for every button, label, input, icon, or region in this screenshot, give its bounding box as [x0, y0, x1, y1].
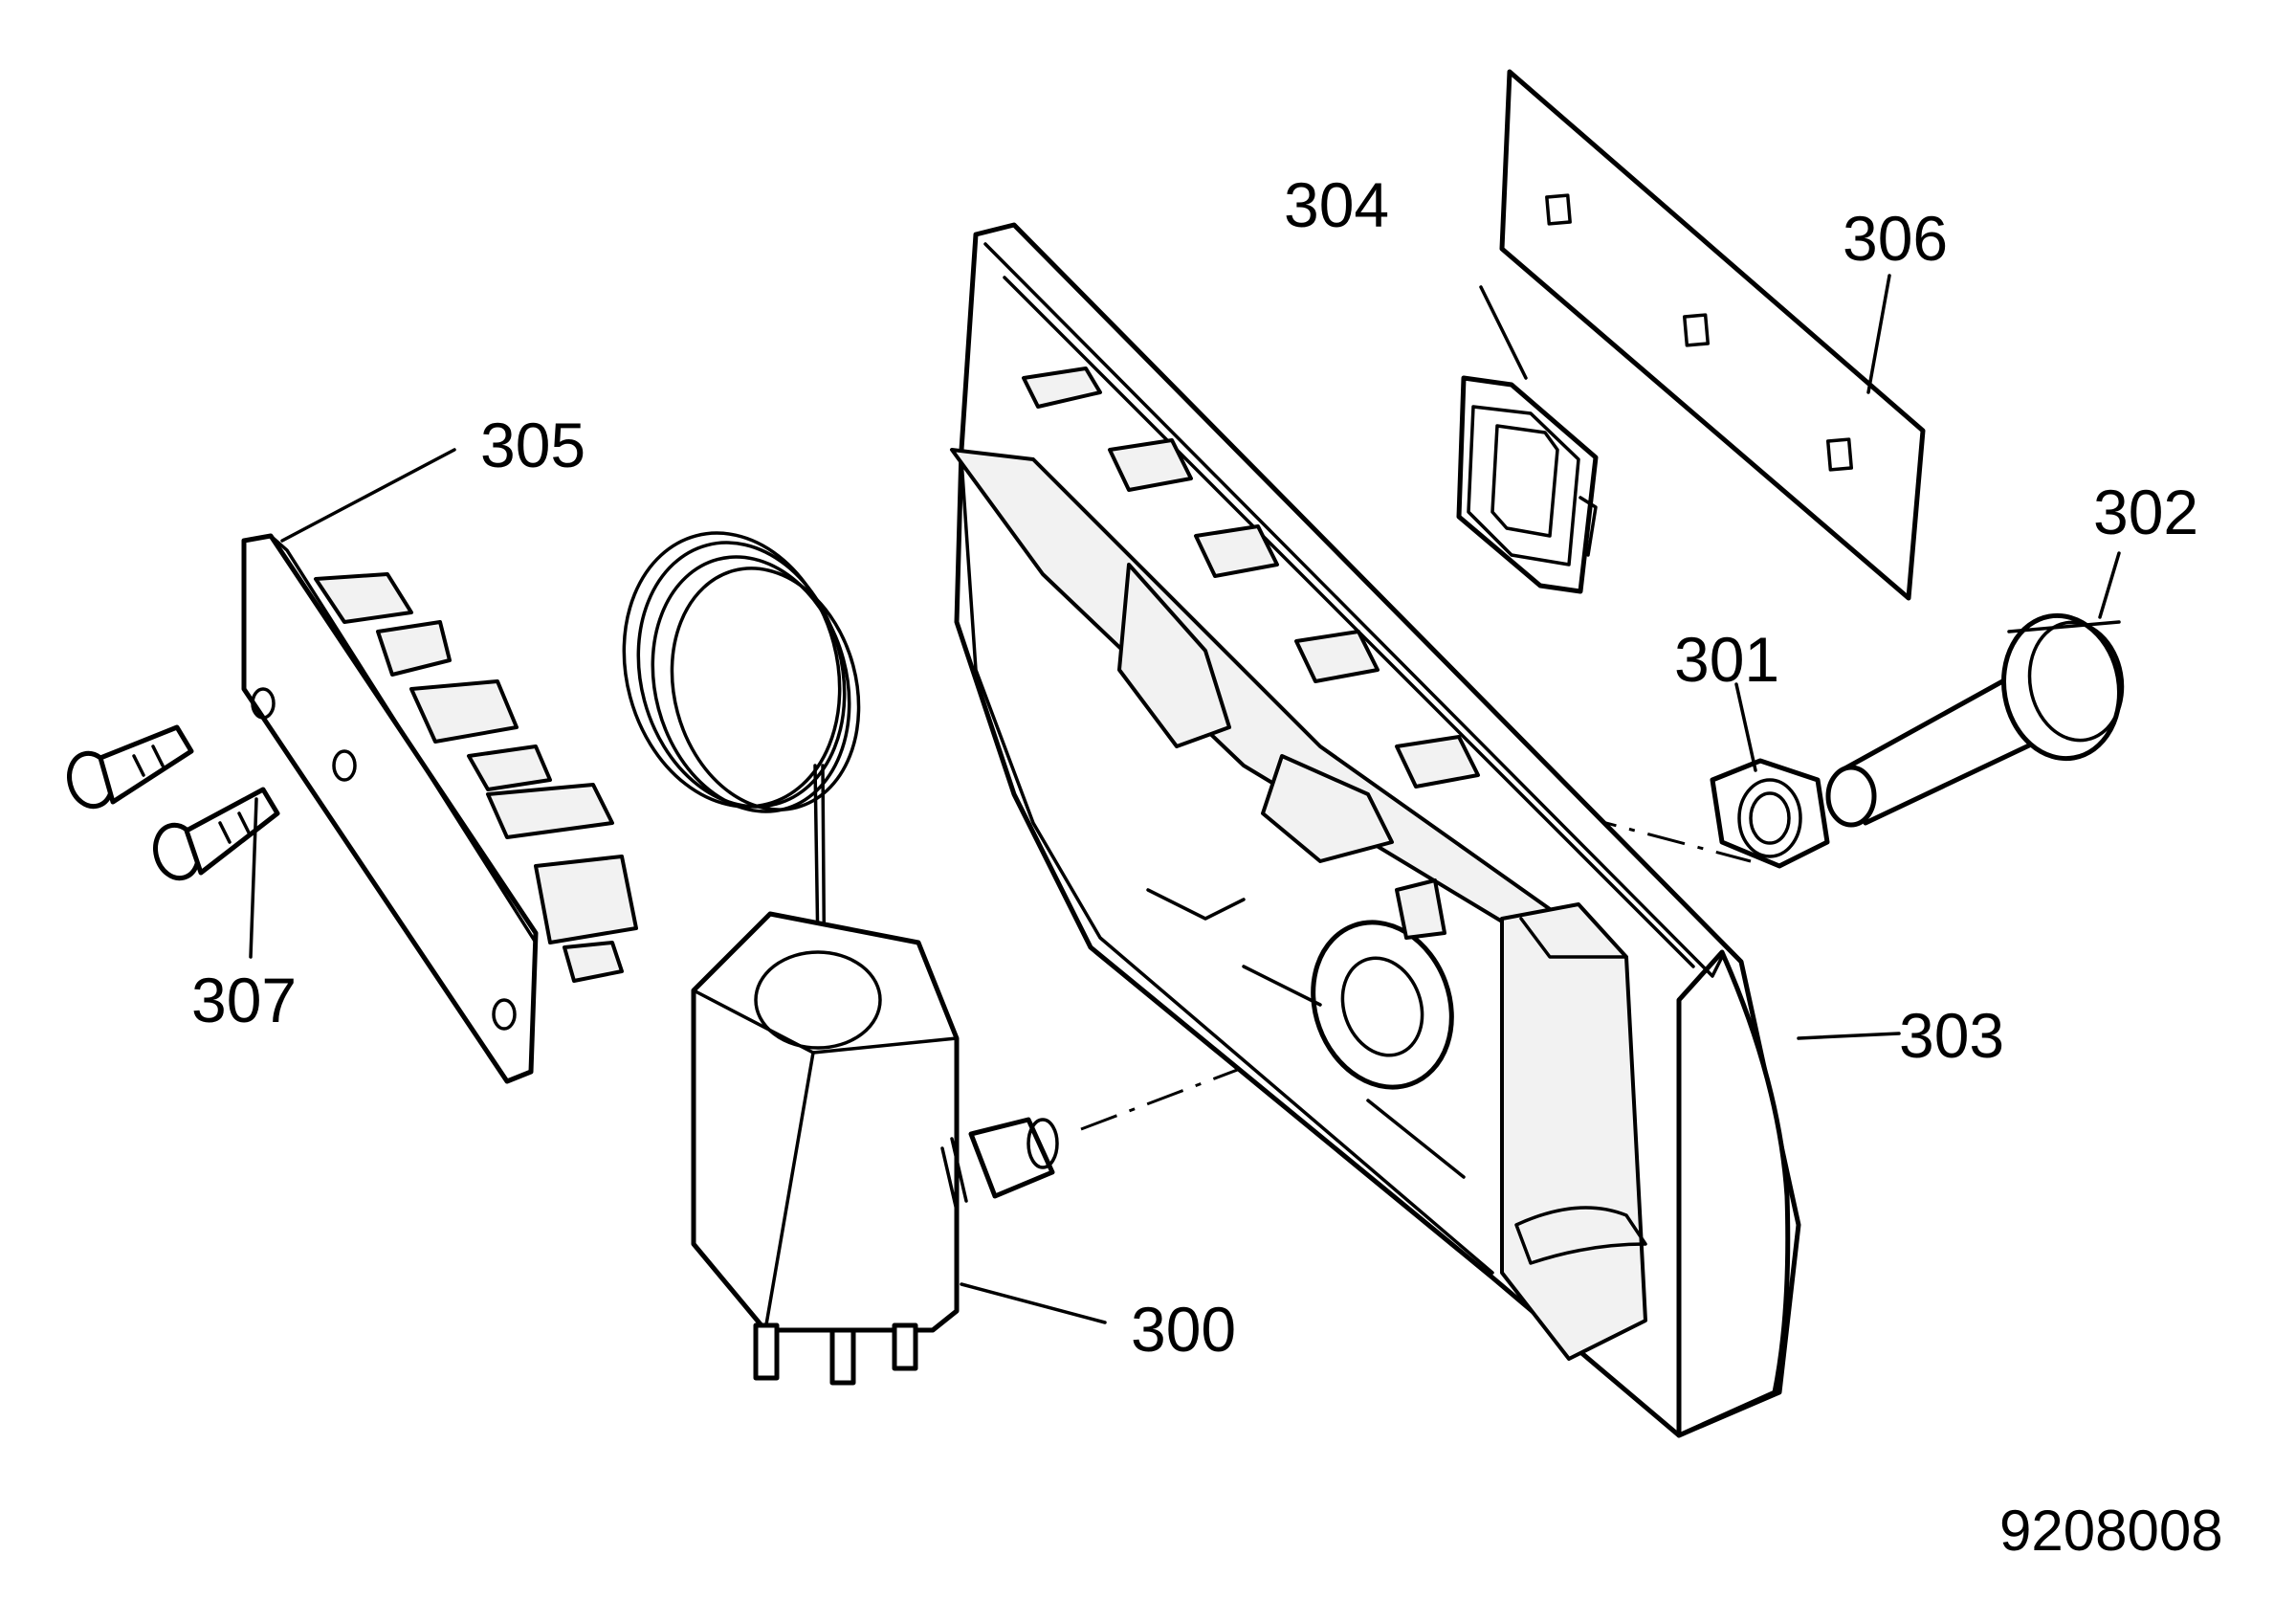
part-301-nut [1710, 758, 1830, 869]
callout-305: 305 [480, 410, 585, 480]
part-306-label-plate [1499, 69, 1926, 601]
callout-303: 303 [1899, 1000, 2004, 1071]
part-302-knob [1825, 612, 2125, 828]
part-304-indicator-lens [1456, 375, 1599, 594]
leader-lines [249, 274, 2121, 1324]
part-300-thermostat [622, 531, 1059, 1386]
callout-307: 307 [191, 965, 297, 1035]
callout-300: 300 [1131, 1294, 1236, 1365]
callout-306: 306 [1843, 203, 1948, 274]
callout-302: 302 [2093, 477, 2198, 547]
drawing-number: 9208008 [1999, 1499, 2223, 1563]
part-307-screws [67, 724, 280, 881]
part-303-control-panel-housing [950, 222, 1801, 1438]
part-305-terminal-board [241, 533, 638, 1084]
callout-304: 304 [1284, 169, 1389, 240]
callout-301: 301 [1674, 624, 1779, 695]
callout-labels: 305 304 306 302 301 303 300 307 9208008 [191, 169, 2223, 1563]
